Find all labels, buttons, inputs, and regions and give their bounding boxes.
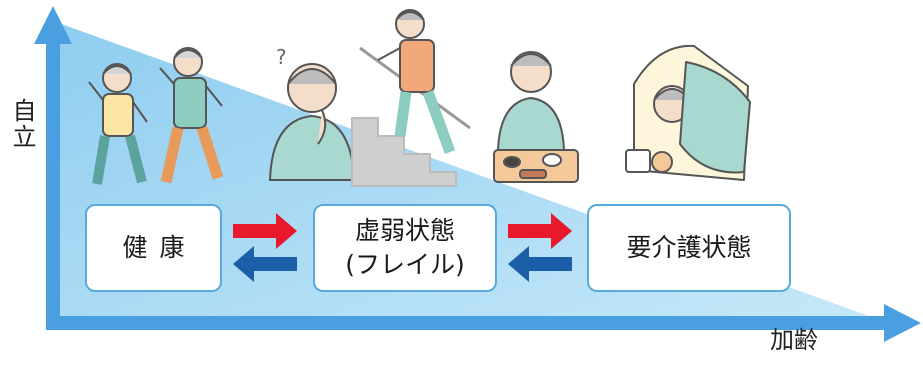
svg-text:?: ? xyxy=(276,45,287,69)
arrow-frailty-to-health xyxy=(233,246,297,282)
axes xyxy=(34,6,921,342)
arrow-health-to-frailty xyxy=(233,213,297,249)
state-box-health: 健康 xyxy=(85,204,222,292)
arrow-frailty-to-care xyxy=(508,213,572,249)
worried-elderly-illustration: ? xyxy=(269,45,355,181)
state-box-care-needed: 要介護状態 xyxy=(587,204,791,292)
elderly-meal-illustration xyxy=(493,51,579,183)
arrow-care-to-frailty xyxy=(508,246,572,282)
stair-climber-illustration xyxy=(351,9,471,187)
state-box-frailty: 虚弱状態 (フレイル) xyxy=(313,204,497,292)
bedridden-elderly-illustration xyxy=(625,44,751,181)
energetic-walkers-illustration xyxy=(88,47,224,185)
y-axis-arrowhead xyxy=(34,6,72,44)
y-axis-label: 自立 xyxy=(8,98,36,150)
x-axis-label: 加齢 xyxy=(770,326,818,354)
transition-arrows xyxy=(233,213,572,282)
y-axis-line xyxy=(46,40,60,330)
x-axis-arrowhead xyxy=(884,304,921,342)
x-axis-line xyxy=(46,316,892,330)
